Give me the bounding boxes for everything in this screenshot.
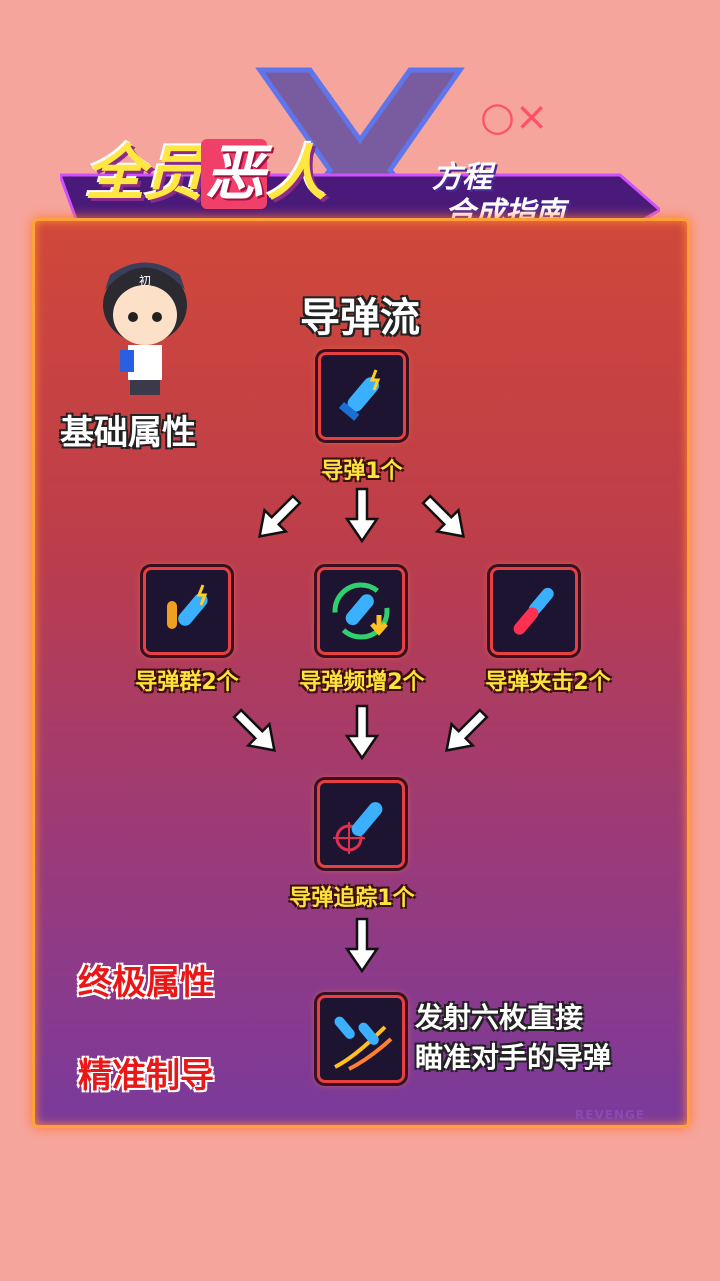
precision-guidance-icon[interactable] (317, 995, 405, 1083)
ultimate-description: 发射六枚直接瞄准对手的导弹 (415, 1001, 612, 1074)
character-avatar: 初 (103, 262, 187, 395)
arrow-down-right-icon (414, 487, 476, 549)
node-label: 导弹群2个 (135, 670, 239, 695)
missile-frequency-icon[interactable] (317, 567, 405, 655)
arrow-down-icon (345, 917, 379, 973)
missile-pincer-icon[interactable] (490, 567, 578, 655)
arrow-down-left-icon (247, 487, 309, 549)
node-label: 导弹1个 (321, 459, 403, 484)
missile-swarm-icon[interactable] (143, 567, 231, 655)
missile-tracking-icon[interactable] (317, 780, 405, 868)
watermark: REVENGE (575, 1108, 646, 1122)
node-label: 导弹夹击2个 (485, 670, 611, 695)
ultimate-skill-name: 精准制导 (78, 1056, 214, 1096)
arrow-down-left-icon (434, 701, 496, 763)
node-label: 导弹追踪1个 (289, 886, 415, 911)
arrow-down-icon (345, 704, 379, 760)
logo-subtitle-1: 方程 (432, 160, 492, 195)
arrow-down-right-icon (225, 701, 287, 763)
missile-icon[interactable] (318, 352, 406, 440)
arrow-down-icon (345, 487, 379, 543)
ultimate-attribute-label: 终极属性 (78, 963, 214, 1003)
build-title: 导弹流 (300, 295, 420, 341)
svg-text:○×: ○× (480, 94, 548, 140)
node-label: 导弹频增2个 (299, 670, 425, 695)
logo-title: 全员恶人 (85, 139, 327, 209)
base-attribute-label: 基础属性 (60, 413, 196, 453)
svg-text:初: 初 (139, 274, 151, 288)
